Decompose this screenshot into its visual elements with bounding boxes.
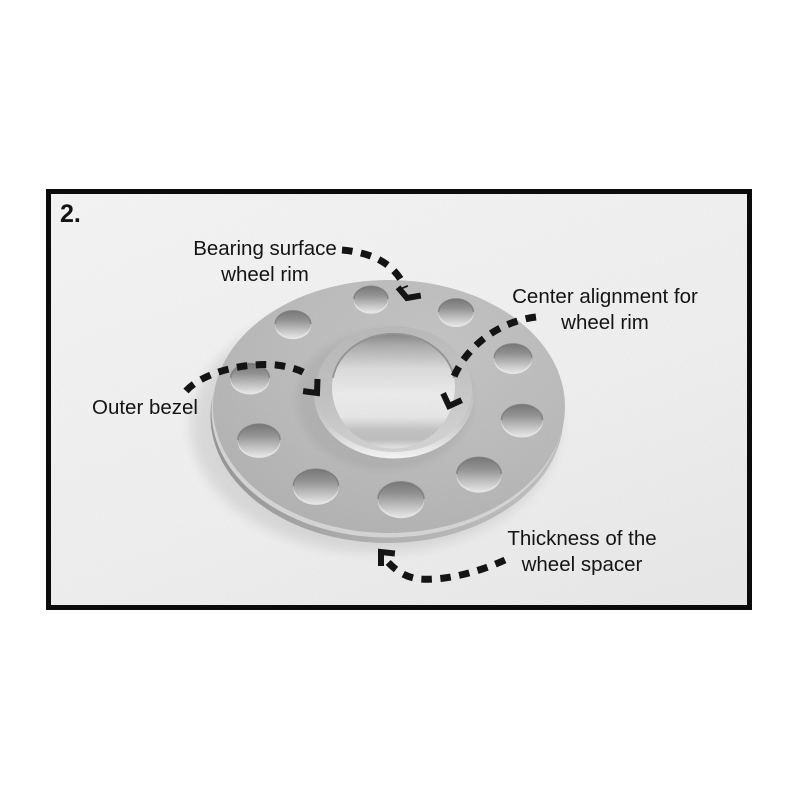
arrow-bearing-surface: [341, 246, 422, 302]
annotation-arrows: [183, 246, 537, 583]
arrow-thickness: [378, 548, 507, 583]
label-thickness: Thickness of the wheel spacer: [507, 527, 657, 576]
wheel-spacer-illustration: [51, 194, 747, 605]
step-number: 2.: [60, 200, 81, 228]
wheel-spacer-photo: [51, 194, 747, 605]
label-outer-bezel: Outer bezel: [92, 396, 198, 419]
arrow-center-alignment: [440, 313, 537, 410]
photo-grain: [51, 194, 747, 605]
label-center-alignment: Center alignment for wheel rim: [512, 285, 698, 334]
diagram-frame: 2. Bearing surface wheel rim Center alig…: [46, 189, 752, 610]
arrow-outer-bezel: [183, 361, 321, 397]
label-bearing-surface: Bearing surface wheel rim: [193, 237, 337, 286]
